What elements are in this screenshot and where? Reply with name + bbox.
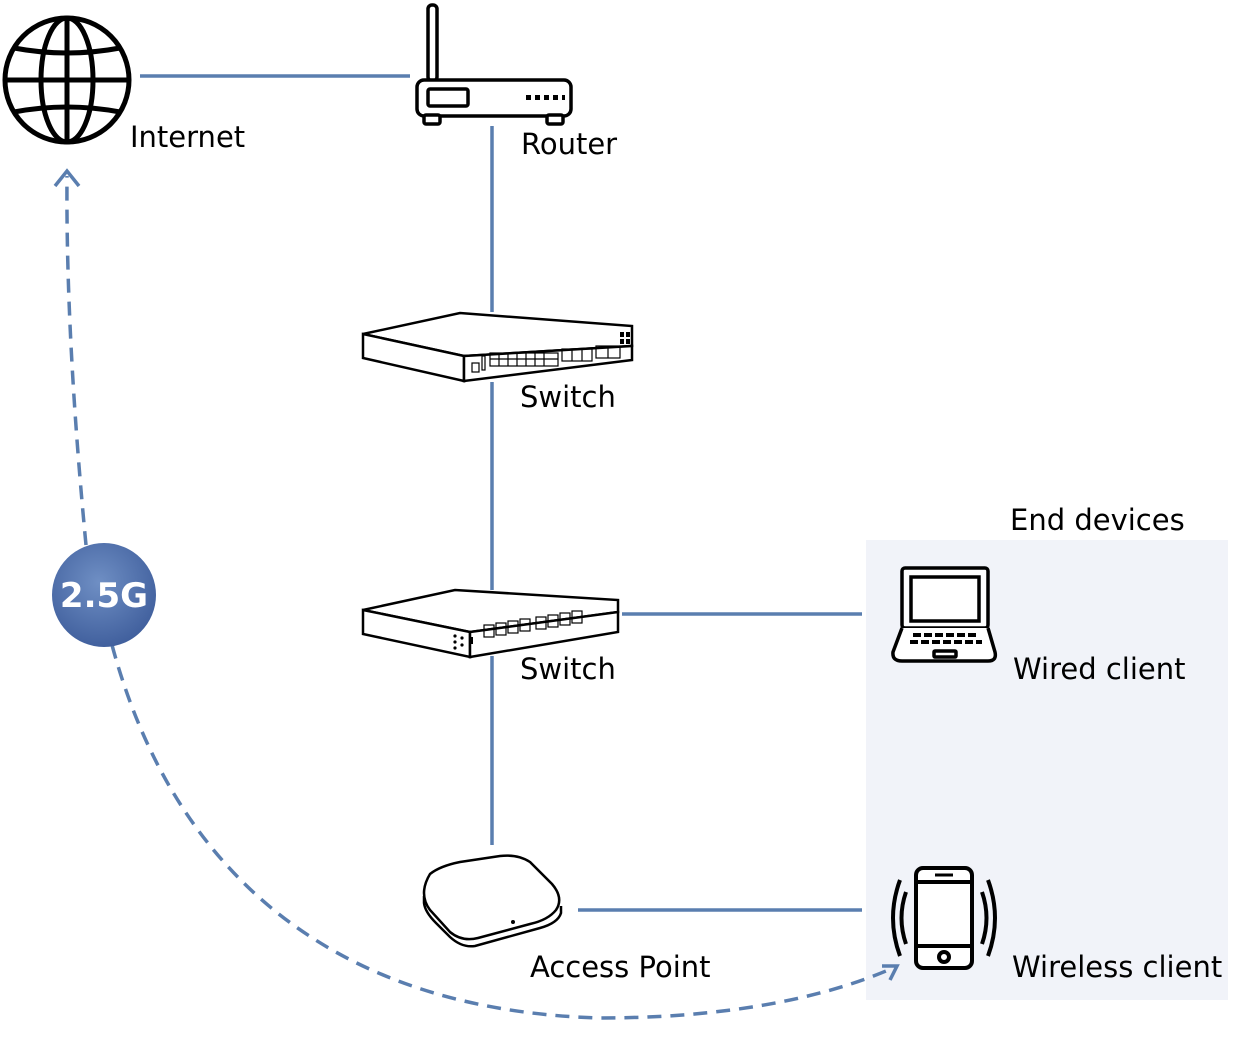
access-point-icon bbox=[422, 854, 563, 948]
speed-badge-text: 2.5G bbox=[60, 576, 148, 616]
switch-icon bbox=[361, 311, 634, 383]
wireless-client-label: Wireless client bbox=[1012, 950, 1223, 984]
dashed-path-lower bbox=[110, 644, 894, 1020]
access-point-label: Access Point bbox=[530, 950, 711, 984]
router-label: Router bbox=[521, 127, 618, 161]
smartphone-icon bbox=[891, 866, 997, 970]
laptop-icon bbox=[891, 566, 998, 663]
wired-client-label: Wired client bbox=[1013, 652, 1186, 686]
globe-icon bbox=[2, 15, 132, 145]
speed-badge: 2.5G bbox=[52, 543, 156, 647]
switch-icon bbox=[361, 588, 620, 659]
arrowhead-internet bbox=[53, 168, 81, 188]
switch-bottom-label: Switch bbox=[520, 652, 616, 686]
router-icon bbox=[415, 3, 573, 126]
dashed-path-upper bbox=[65, 175, 88, 546]
internet-label: Internet bbox=[130, 120, 246, 154]
end-devices-label: End devices bbox=[1010, 503, 1185, 537]
switch-top-label: Switch bbox=[520, 380, 616, 414]
arrowhead-wireless-client bbox=[882, 964, 900, 981]
